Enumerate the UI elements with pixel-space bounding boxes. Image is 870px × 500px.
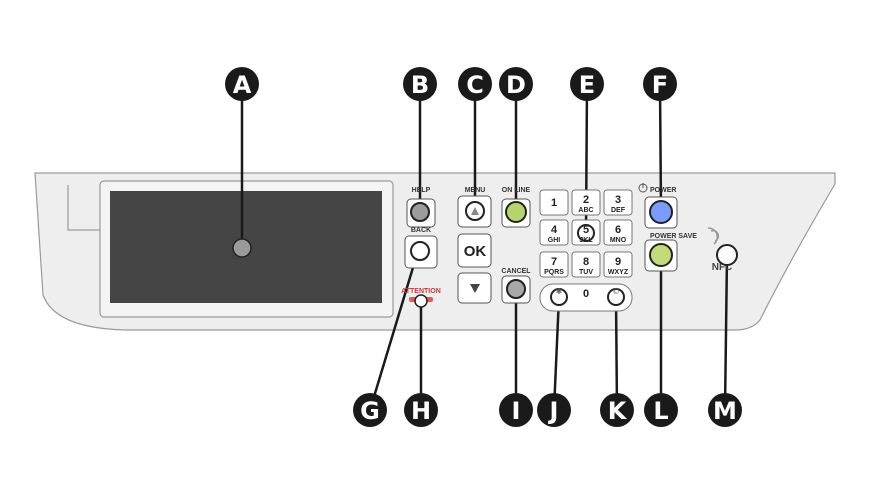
online-button-marker: [505, 201, 527, 223]
callout-m: M: [708, 393, 742, 427]
power-label-group: POWER: [638, 183, 676, 194]
callout-l: L: [644, 393, 678, 427]
callout-i-letter: I: [512, 397, 521, 425]
key-9-letters: WXYZ: [608, 269, 629, 276]
callout-k-letter: K: [608, 397, 628, 425]
callout-d: D: [499, 67, 533, 101]
callout-b-letter: B: [411, 71, 429, 99]
key-9-label: 9: [615, 256, 621, 268]
key-2[interactable]: [571, 189, 601, 216]
up-arrow-icon: [471, 207, 479, 215]
asterisk-icon: ✱: [556, 287, 563, 296]
key-2-label: 2: [583, 194, 589, 206]
key-1[interactable]: [539, 189, 569, 216]
down-arrow-icon: [470, 284, 480, 293]
nfc-label: NFC: [712, 262, 733, 273]
key-8-letters: TUV: [579, 269, 593, 276]
callout-a: A: [225, 67, 259, 101]
callout-j: J: [537, 393, 571, 427]
key-6-label: 6: [615, 224, 621, 236]
key-4[interactable]: [539, 219, 569, 246]
callout-f-letter: F: [652, 71, 668, 99]
callout-e: E: [570, 67, 604, 101]
key-3-letters: DEF: [611, 207, 626, 214]
key-5-marker: [577, 224, 595, 242]
key-hash-marker: [607, 288, 625, 306]
power-save-label: POWER SAVE: [650, 233, 697, 240]
callout-h: H: [404, 393, 438, 427]
key-6[interactable]: [603, 219, 633, 246]
callout-c-letter: C: [466, 71, 484, 99]
callout-c: C: [458, 67, 492, 101]
key-5-label: 5: [583, 224, 589, 236]
key-0-label: 0: [583, 288, 589, 300]
callout-j-letter: J: [548, 397, 559, 425]
numeric-keypad: 1 2 ABC 3 DEF 4 GHI 5 JKL 6 MNO 7 PQRS 8…: [539, 189, 633, 312]
back-label: BACK: [411, 227, 431, 234]
nfc-icon: [707, 227, 720, 245]
callout-e-letter: E: [579, 71, 595, 99]
panel-recess: [67, 185, 100, 231]
key-6-letters: MNO: [610, 237, 627, 244]
callout-g: G: [353, 393, 387, 427]
ok-button-label: OK: [464, 243, 487, 260]
cancel-button-marker: [506, 279, 526, 299]
attention-marker: [414, 294, 428, 308]
attention-label: ATTENTION: [401, 288, 441, 295]
key-4-letters: GHI: [548, 237, 561, 244]
help-label: HELP: [412, 187, 431, 194]
power-label: POWER: [650, 187, 676, 194]
help-button-marker: [410, 202, 430, 222]
callout-i: I: [499, 393, 533, 427]
key-5[interactable]: [571, 219, 601, 246]
callout-g-letter: G: [360, 397, 380, 425]
screen-indicator: [232, 238, 252, 258]
key-8[interactable]: [571, 251, 601, 278]
key-7[interactable]: [539, 251, 569, 278]
leader-lines: [240, 83, 729, 411]
online-label: ON LINE: [502, 187, 531, 194]
callout-l-letter: L: [653, 397, 668, 425]
callout-m-letter: M: [713, 397, 737, 425]
key-9[interactable]: [603, 251, 633, 278]
circle-c-icon: ©: [612, 287, 620, 296]
key-2-letters: ABC: [578, 207, 593, 214]
callout-f: F: [643, 67, 677, 101]
key-8-label: 8: [583, 256, 589, 268]
callout-h-letter: H: [411, 397, 431, 425]
back-button-marker: [410, 241, 430, 261]
callout-d-letter: D: [506, 71, 526, 99]
power-save-button-marker: [649, 243, 673, 267]
ok-button[interactable]: [457, 233, 492, 268]
key-3-label: 3: [615, 194, 621, 206]
callout-b: B: [403, 67, 437, 101]
power-button-marker: [649, 200, 673, 224]
key-4-label: 4: [551, 224, 558, 236]
key-7-letters: PQRS: [544, 269, 564, 276]
nfc-marker[interactable]: [716, 244, 738, 266]
callout-a-letter: A: [233, 71, 252, 99]
key-1-label: 1: [551, 197, 557, 209]
key-7-label: 7: [551, 256, 557, 268]
menu-label: MENU: [465, 187, 486, 194]
cancel-label: CANCEL: [501, 268, 531, 275]
callout-k: K: [600, 393, 634, 427]
key-3[interactable]: [603, 189, 633, 216]
key-star-marker: [550, 288, 568, 306]
